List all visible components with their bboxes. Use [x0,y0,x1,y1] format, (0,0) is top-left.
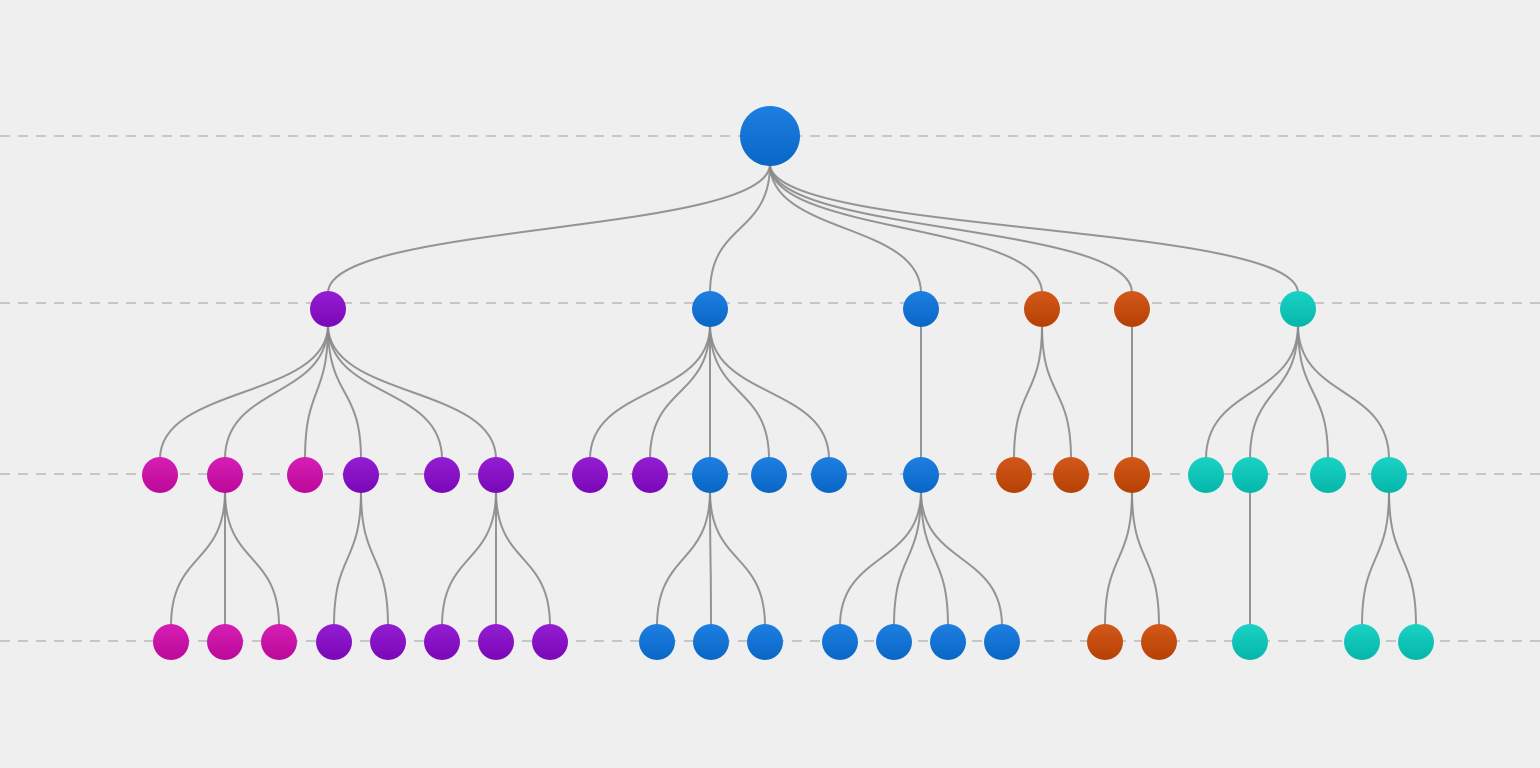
node-t-c2[interactable] [1232,457,1268,493]
lane-guides [0,135,1540,642]
node-b2-c1-d[interactable] [984,624,1020,660]
node-b2-c1[interactable] [903,457,939,493]
edge-t_c4-t_c4_a [1361,490,1390,627]
edge-b2_c1-b2_c1_b [893,490,922,627]
node-o2-c1[interactable] [1114,457,1150,493]
edge-o2_c1-o2_c1_a [1104,490,1133,627]
edge-t-t_c1 [1205,324,1299,460]
node-b1-c3-a[interactable] [639,624,675,660]
edge-p_p1-p_p1_b [360,490,389,627]
edge-p-p_p3 [327,324,497,460]
node-b1-c3-c[interactable] [747,624,783,660]
node-b1-c5[interactable] [811,457,847,493]
nodes [142,106,1434,660]
edge-p_m2-p_m2_a [170,490,226,627]
node-b1-c3[interactable] [692,457,728,493]
node-o2[interactable] [1114,291,1150,327]
node-p-p1[interactable] [343,457,379,493]
edge-p_p1-p_p1_a [333,490,362,627]
node-p-p3-b[interactable] [478,624,514,660]
edge-b2_c1-b2_c1_a [839,490,922,627]
edge-o2_c1-o2_c1_b [1131,490,1160,627]
node-b1[interactable] [692,291,728,327]
node-root[interactable] [740,106,800,166]
node-b1-c2[interactable] [632,457,668,493]
node-t-c3[interactable] [1310,457,1346,493]
node-b1-c3-b[interactable] [693,624,729,660]
edge-p-p_m3 [304,324,329,460]
node-o2-c1-b[interactable] [1141,624,1177,660]
node-t-c4[interactable] [1371,457,1407,493]
edge-root-b1 [709,163,771,294]
edge-p_m2-p_m2_c [224,490,280,627]
node-p-p3[interactable] [478,457,514,493]
node-p-p2[interactable] [424,457,460,493]
edge-root-o1 [769,163,1043,294]
edge-b1_c3-b1_c3_c [709,490,766,627]
node-p-p1-b[interactable] [370,624,406,660]
edge-b1-b1_c5 [709,324,830,460]
edge-b1_c3-b1_c3_a [656,490,711,627]
edge-t_c4-t_c4_b [1388,490,1417,627]
edge-p-p_m2 [224,324,329,460]
node-t[interactable] [1280,291,1316,327]
edge-p-p_p2 [327,324,443,460]
edge-t-t_c2 [1249,324,1299,460]
edge-o1-o1_c1 [1013,324,1043,460]
node-b2-c1-b[interactable] [876,624,912,660]
node-b2-c1-c[interactable] [930,624,966,660]
edge-b2_c1-b2_c1_c [920,490,949,627]
edge-root-b2 [769,163,922,294]
edge-p-p_m1 [159,324,329,460]
edge-b2_c1-b2_c1_d [920,490,1003,627]
edge-root-t [769,163,1299,294]
node-p-m2-b[interactable] [207,624,243,660]
node-p-m2[interactable] [207,457,243,493]
edge-b1-b1_c4 [709,324,770,460]
node-p-m3[interactable] [287,457,323,493]
node-p-p1-a[interactable] [316,624,352,660]
node-t-c4-b[interactable] [1398,624,1434,660]
node-b1-c4[interactable] [751,457,787,493]
edge-t-t_c3 [1297,324,1329,460]
edge-p-p_p1 [327,324,362,460]
node-p-m2-c[interactable] [261,624,297,660]
edge-b1_c3-b1_c3_b [709,490,712,627]
edge-b1-b1_c2 [649,324,711,460]
edge-p_p3-p_p3_a [441,490,497,627]
node-o1-c1[interactable] [996,457,1032,493]
edge-o1-o1_c2 [1041,324,1072,460]
node-o2-c1-a[interactable] [1087,624,1123,660]
node-p-p3-c[interactable] [532,624,568,660]
node-b1-c1[interactable] [572,457,608,493]
edge-b1-b1_c1 [589,324,711,460]
edges [159,163,1417,627]
node-t-c2-a[interactable] [1232,624,1268,660]
node-t-c4-a[interactable] [1344,624,1380,660]
node-o1-c2[interactable] [1053,457,1089,493]
node-p-p3-a[interactable] [424,624,460,660]
edge-root-p [327,163,771,294]
node-b2-c1-a[interactable] [822,624,858,660]
edge-root-o2 [769,163,1133,294]
edge-t-t_c4 [1297,324,1390,460]
node-p[interactable] [310,291,346,327]
node-p-m1[interactable] [142,457,178,493]
node-b2[interactable] [903,291,939,327]
edge-p_p3-p_p3_c [495,490,551,627]
node-p-m2-a[interactable] [153,624,189,660]
node-o1[interactable] [1024,291,1060,327]
node-t-c1[interactable] [1188,457,1224,493]
